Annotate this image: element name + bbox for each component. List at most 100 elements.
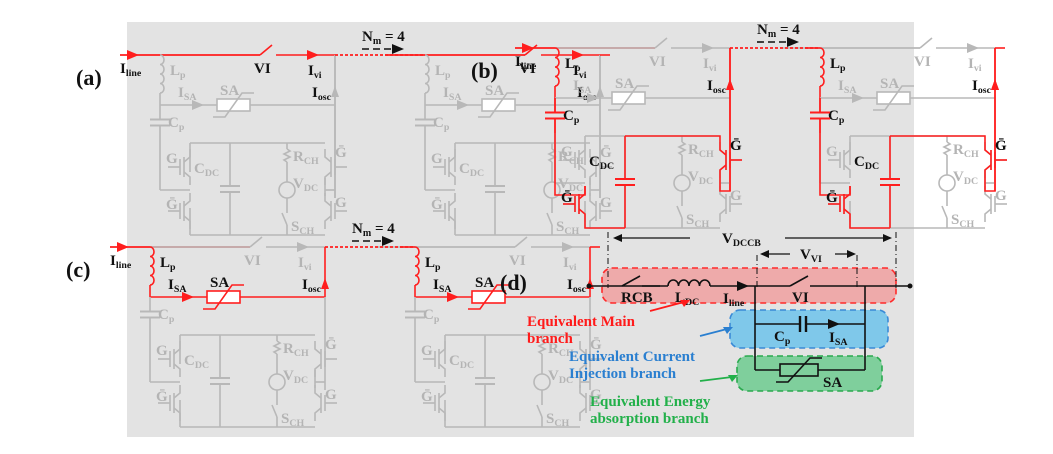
igbt-g-top-left bbox=[563, 142, 586, 178]
vdc-label: VDC bbox=[293, 176, 318, 194]
igbt-gbar-bottom-left bbox=[433, 193, 456, 229]
igbt-collector bbox=[579, 341, 587, 355]
ivi-label: Ivi bbox=[968, 56, 982, 74]
lp-label: Lp bbox=[830, 56, 846, 74]
igbt-emitter bbox=[448, 171, 456, 185]
igbt-collector bbox=[173, 385, 181, 399]
chopper bbox=[938, 136, 956, 228]
igbt-g-top-left bbox=[168, 149, 191, 185]
injection-wire bbox=[849, 222, 890, 229]
isa-label: ISA bbox=[178, 85, 197, 103]
gbar-label: Ḡ bbox=[561, 190, 573, 206]
g-label: G bbox=[156, 343, 168, 359]
igbt-collector bbox=[719, 142, 727, 156]
vacuum-interrupter-switch bbox=[259, 44, 273, 56]
igbt-emitter bbox=[183, 171, 191, 185]
sch-switch-icon bbox=[536, 404, 543, 418]
vi-current-arrow-icon bbox=[307, 50, 319, 60]
sa-label: SA bbox=[210, 275, 229, 291]
sa-label: SA bbox=[880, 76, 899, 92]
cdc-capacitor-icon bbox=[485, 143, 505, 235]
igbt-collector bbox=[314, 341, 322, 355]
branch-pointer bbox=[699, 376, 733, 382]
rch-resistor-icon bbox=[942, 141, 952, 156]
surge-arrester-slash bbox=[873, 85, 914, 111]
vvi-arrowhead-icon bbox=[847, 250, 856, 258]
rch-resistor-icon bbox=[677, 141, 687, 156]
rch-label: RCH bbox=[548, 341, 574, 359]
sa-label: SA bbox=[485, 83, 504, 99]
vdccb-arrowhead-icon bbox=[883, 234, 892, 242]
rch-label: RCH bbox=[283, 341, 309, 359]
lp-label: Lp bbox=[160, 255, 176, 273]
igbt-collector bbox=[843, 142, 851, 156]
iosc-arrow-icon bbox=[991, 79, 999, 90]
isa-label: ISA bbox=[573, 78, 592, 96]
vvi-label: VVI bbox=[800, 247, 822, 265]
cp-capacitor-active-icon bbox=[810, 98, 830, 133]
lp-inductor-icon bbox=[819, 47, 825, 87]
ldc-label: LDC bbox=[675, 290, 699, 308]
branch-pointer bbox=[649, 301, 685, 312]
igbt-gbar-bottom-left bbox=[158, 385, 181, 421]
gbar-label: Ḡ bbox=[730, 138, 742, 154]
surge-arrester-slash bbox=[608, 85, 649, 111]
isa-arrow-icon bbox=[587, 93, 599, 103]
iosc-arrow-icon bbox=[726, 79, 734, 90]
gbar-label: Ḡ bbox=[421, 389, 433, 405]
igbt-collector bbox=[843, 186, 851, 200]
cp-label: Cp bbox=[774, 329, 791, 347]
g-label: G bbox=[826, 144, 838, 160]
vacuum-interrupter-switch bbox=[919, 37, 933, 49]
line-current-arrow-icon bbox=[127, 50, 139, 60]
cdc-capacitor-active-icon bbox=[880, 136, 900, 228]
branch-pointer-arrow-icon bbox=[680, 300, 690, 307]
rch-resistor-icon bbox=[272, 340, 282, 355]
cp-label: Cp bbox=[563, 108, 580, 126]
gbar-label: Ḡ bbox=[156, 389, 168, 405]
rch-label: RCH bbox=[293, 149, 319, 167]
vi-label: VI bbox=[792, 290, 809, 306]
cp-capacitor-icon bbox=[405, 297, 425, 332]
vi-current-arrow-icon bbox=[702, 43, 714, 53]
igbt-emitter bbox=[314, 407, 322, 421]
igbt-collector bbox=[984, 142, 992, 156]
branch-label-absorption: Equivalent Energy bbox=[590, 394, 711, 410]
iline-label: Iline bbox=[723, 291, 745, 309]
injection-path: ḠḠ bbox=[810, 48, 1007, 229]
iosc-label: Iosc bbox=[312, 85, 332, 103]
module-count-label: Nm = 4 bbox=[352, 221, 395, 239]
vi-label: VI bbox=[254, 61, 271, 77]
branch-pointer bbox=[699, 328, 728, 337]
isa-label: ISA bbox=[829, 330, 848, 348]
iosc-arrow-icon bbox=[331, 86, 339, 97]
surge-arrester-icon bbox=[873, 85, 914, 111]
g-label: G bbox=[335, 195, 347, 211]
cdc-label: CDC bbox=[459, 161, 484, 179]
cdc-capacitor-icon bbox=[210, 335, 230, 427]
vi-label: VI bbox=[519, 61, 536, 77]
vi-current-arrow-icon bbox=[297, 242, 309, 252]
chopper bbox=[278, 143, 296, 235]
cdc-label: CDC bbox=[854, 154, 879, 172]
gbar-label: Ḡ bbox=[590, 337, 602, 353]
igbt-gbar-top-right bbox=[579, 341, 602, 377]
gbar-label: Ḡ bbox=[325, 337, 337, 353]
g-label: G bbox=[995, 188, 1007, 204]
vvi-arrowhead-icon bbox=[760, 250, 769, 258]
gbar-label: Ḡ bbox=[826, 190, 838, 206]
vdccb-label: VDCCB bbox=[722, 231, 761, 249]
isa-label: ISA bbox=[838, 78, 857, 96]
igbt-emitter bbox=[438, 363, 446, 377]
vdc-label: VDC bbox=[953, 169, 978, 187]
injection-wire bbox=[625, 135, 721, 142]
igbt-emitter bbox=[578, 164, 586, 178]
vdc-label: VDC bbox=[558, 176, 583, 194]
sch-switch-icon bbox=[941, 205, 948, 219]
g-label: G bbox=[561, 144, 573, 160]
